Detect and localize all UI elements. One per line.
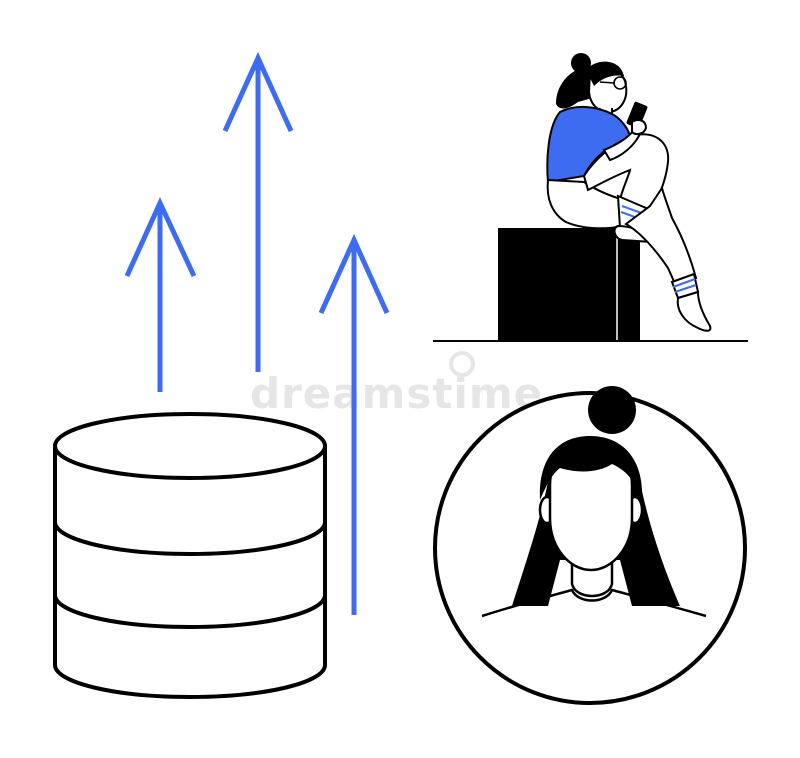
user-avatar-icon (433, 386, 747, 705)
arrow-up-icon (318, 233, 390, 615)
box-seat (498, 228, 640, 340)
database-icon (53, 412, 327, 699)
watermark: dreamstime (250, 351, 543, 418)
seated-woman-with-phone-illustration (433, 53, 748, 342)
arrow-up-icon (124, 197, 197, 392)
arrows-group (124, 51, 390, 615)
watermark-text: dreamstime (250, 369, 543, 418)
arrow-up-icon (222, 51, 294, 372)
